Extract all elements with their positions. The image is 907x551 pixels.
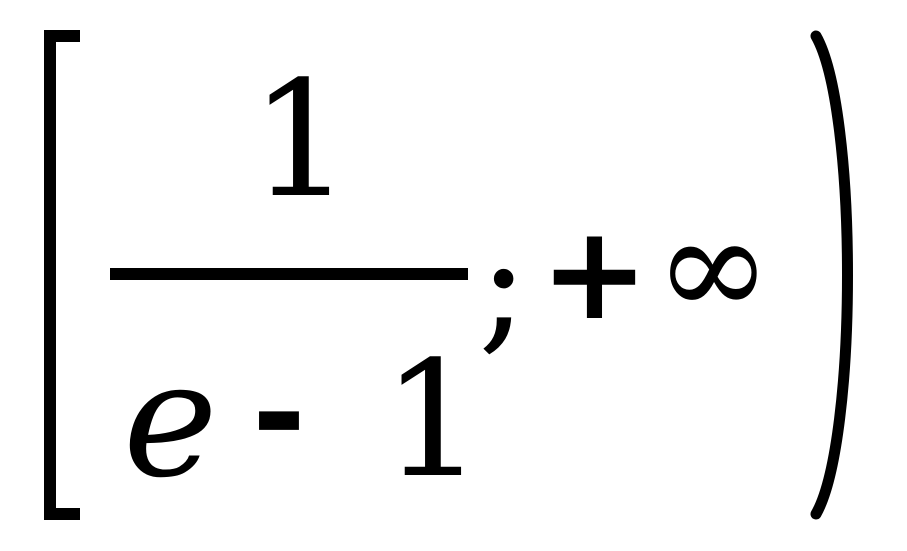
fraction-bar xyxy=(110,268,468,280)
close-parenthesis xyxy=(810,30,853,520)
plus-sign: + xyxy=(540,197,649,349)
denominator-minus-sign: - xyxy=(252,337,306,489)
interval-separator: ; xyxy=(478,196,529,370)
denominator-variable: e xyxy=(123,326,218,513)
denominator-constant: 1 xyxy=(382,326,484,513)
fraction-numerator: 1 xyxy=(250,46,352,233)
infinity-symbol: ∞ xyxy=(655,186,772,349)
